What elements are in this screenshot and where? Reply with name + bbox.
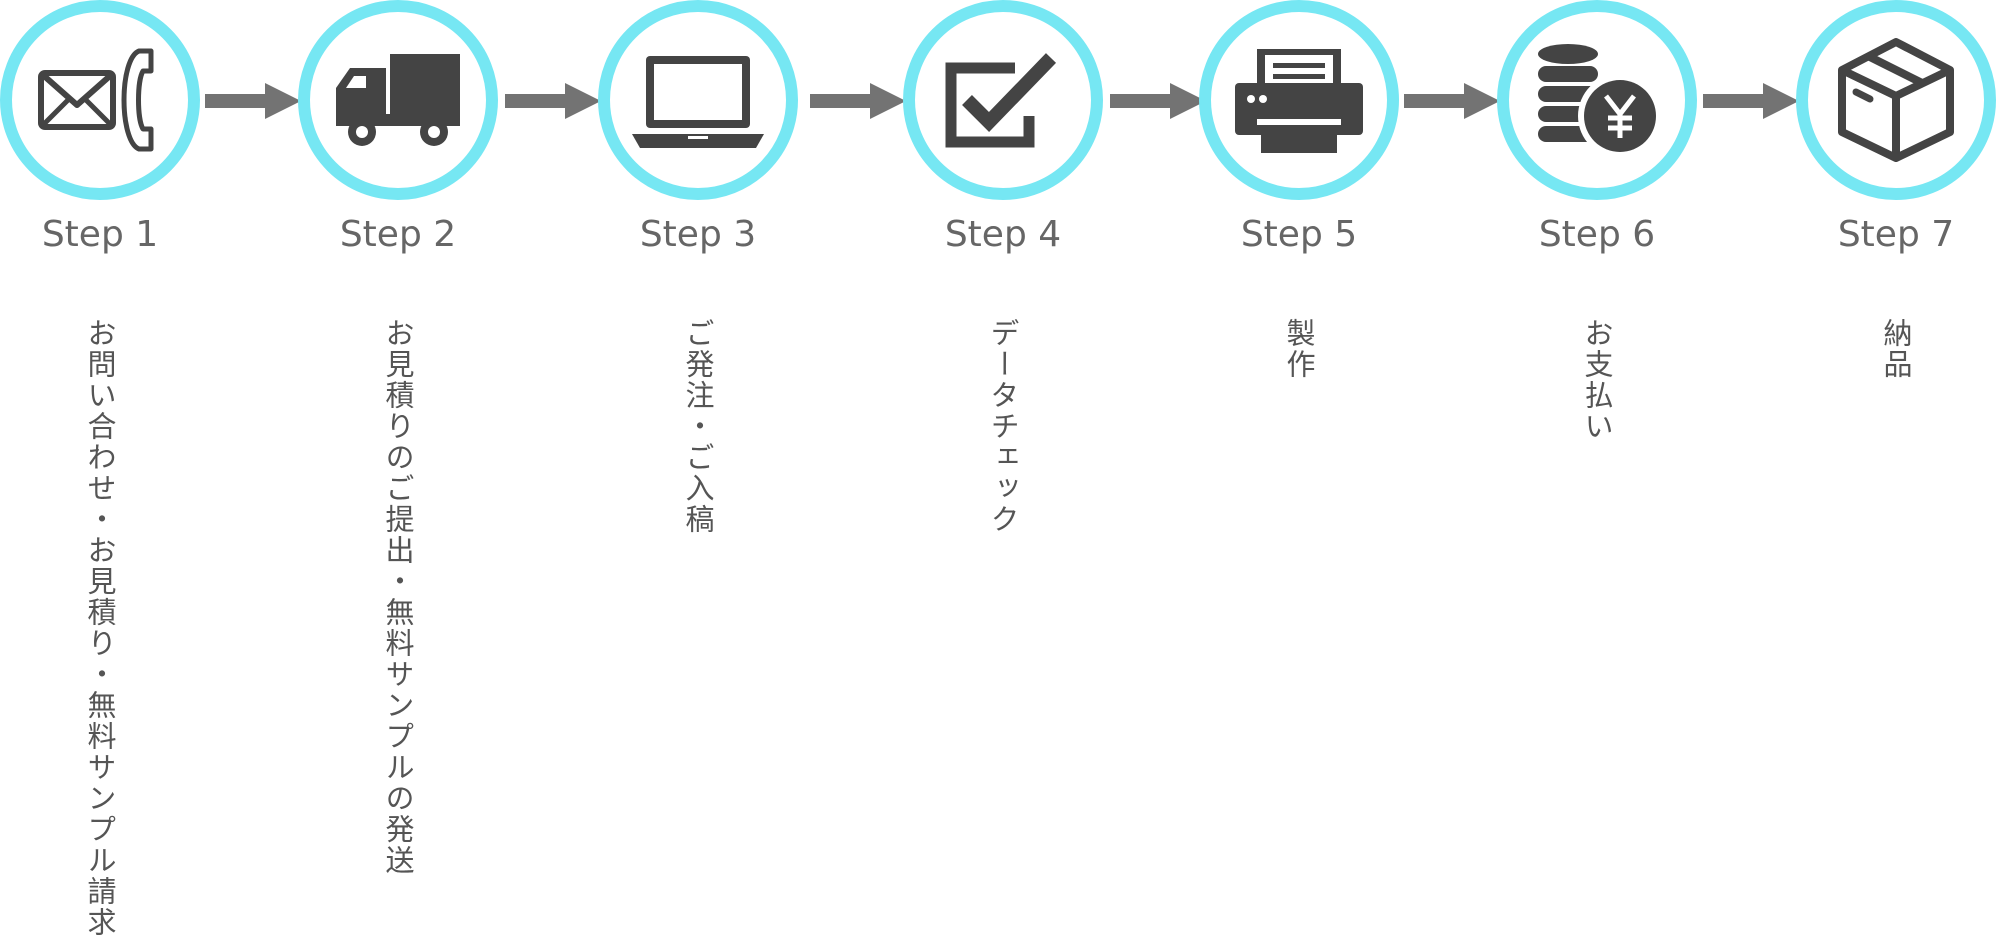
arrow-right-icon [1404, 83, 1500, 119]
coins-yen-icon [1538, 44, 1662, 158]
printer-icon [1235, 49, 1363, 153]
step-description: お支払い [1580, 318, 1614, 442]
step-7: Step 7 納品 [1796, 0, 1999, 947]
step-5: Step 5 製作 [1199, 0, 1409, 947]
step-description: データチェック [986, 318, 1020, 535]
arrow-right-icon [1110, 83, 1206, 119]
step-7-circle [1796, 0, 1996, 200]
truck-icon [336, 54, 460, 146]
step-1-circle [0, 0, 200, 200]
step-label: Step 3 [639, 214, 757, 255]
step-label: Step 2 [339, 214, 457, 255]
arrow-right-icon [505, 83, 601, 119]
arrow-right-icon [205, 83, 301, 119]
box-icon [1838, 38, 1954, 162]
step-4-circle [903, 0, 1103, 200]
envelope-phone-icon [38, 48, 154, 152]
step-5-circle [1199, 0, 1399, 200]
step-description: お問い合わせ・お見積り・無料サンプル請求 [83, 318, 117, 938]
checkbox-icon [945, 53, 1057, 148]
step-label: Step 6 [1538, 214, 1656, 255]
step-2: Step 2 お見積りのご提出・無料サンプルの発送 [298, 0, 508, 947]
step-6-circle [1497, 0, 1697, 200]
step-6: Step 6 お支払い [1497, 0, 1707, 947]
step-label: Step 1 [41, 214, 159, 255]
step-label: Step 7 [1837, 214, 1955, 255]
arrow-right-icon [1703, 83, 1799, 119]
step-description: 納品 [1879, 318, 1913, 380]
step-3-circle [598, 0, 798, 200]
step-label: Step 5 [1240, 214, 1358, 255]
step-label: Step 4 [944, 214, 1062, 255]
step-description: お見積りのご提出・無料サンプルの発送 [381, 318, 415, 876]
step-description: ご発注・ご入稿 [681, 318, 715, 535]
step-3: Step 3 ご発注・ご入稿 [598, 0, 808, 947]
step-description: 製作 [1282, 318, 1316, 380]
step-1: Step 1 お問い合わせ・お見積り・無料サンプル請求 [0, 0, 210, 947]
step-2-circle [298, 0, 498, 200]
laptop-icon [632, 56, 764, 148]
step-4: Step 4 データチェック [903, 0, 1113, 947]
arrow-right-icon [810, 83, 906, 119]
